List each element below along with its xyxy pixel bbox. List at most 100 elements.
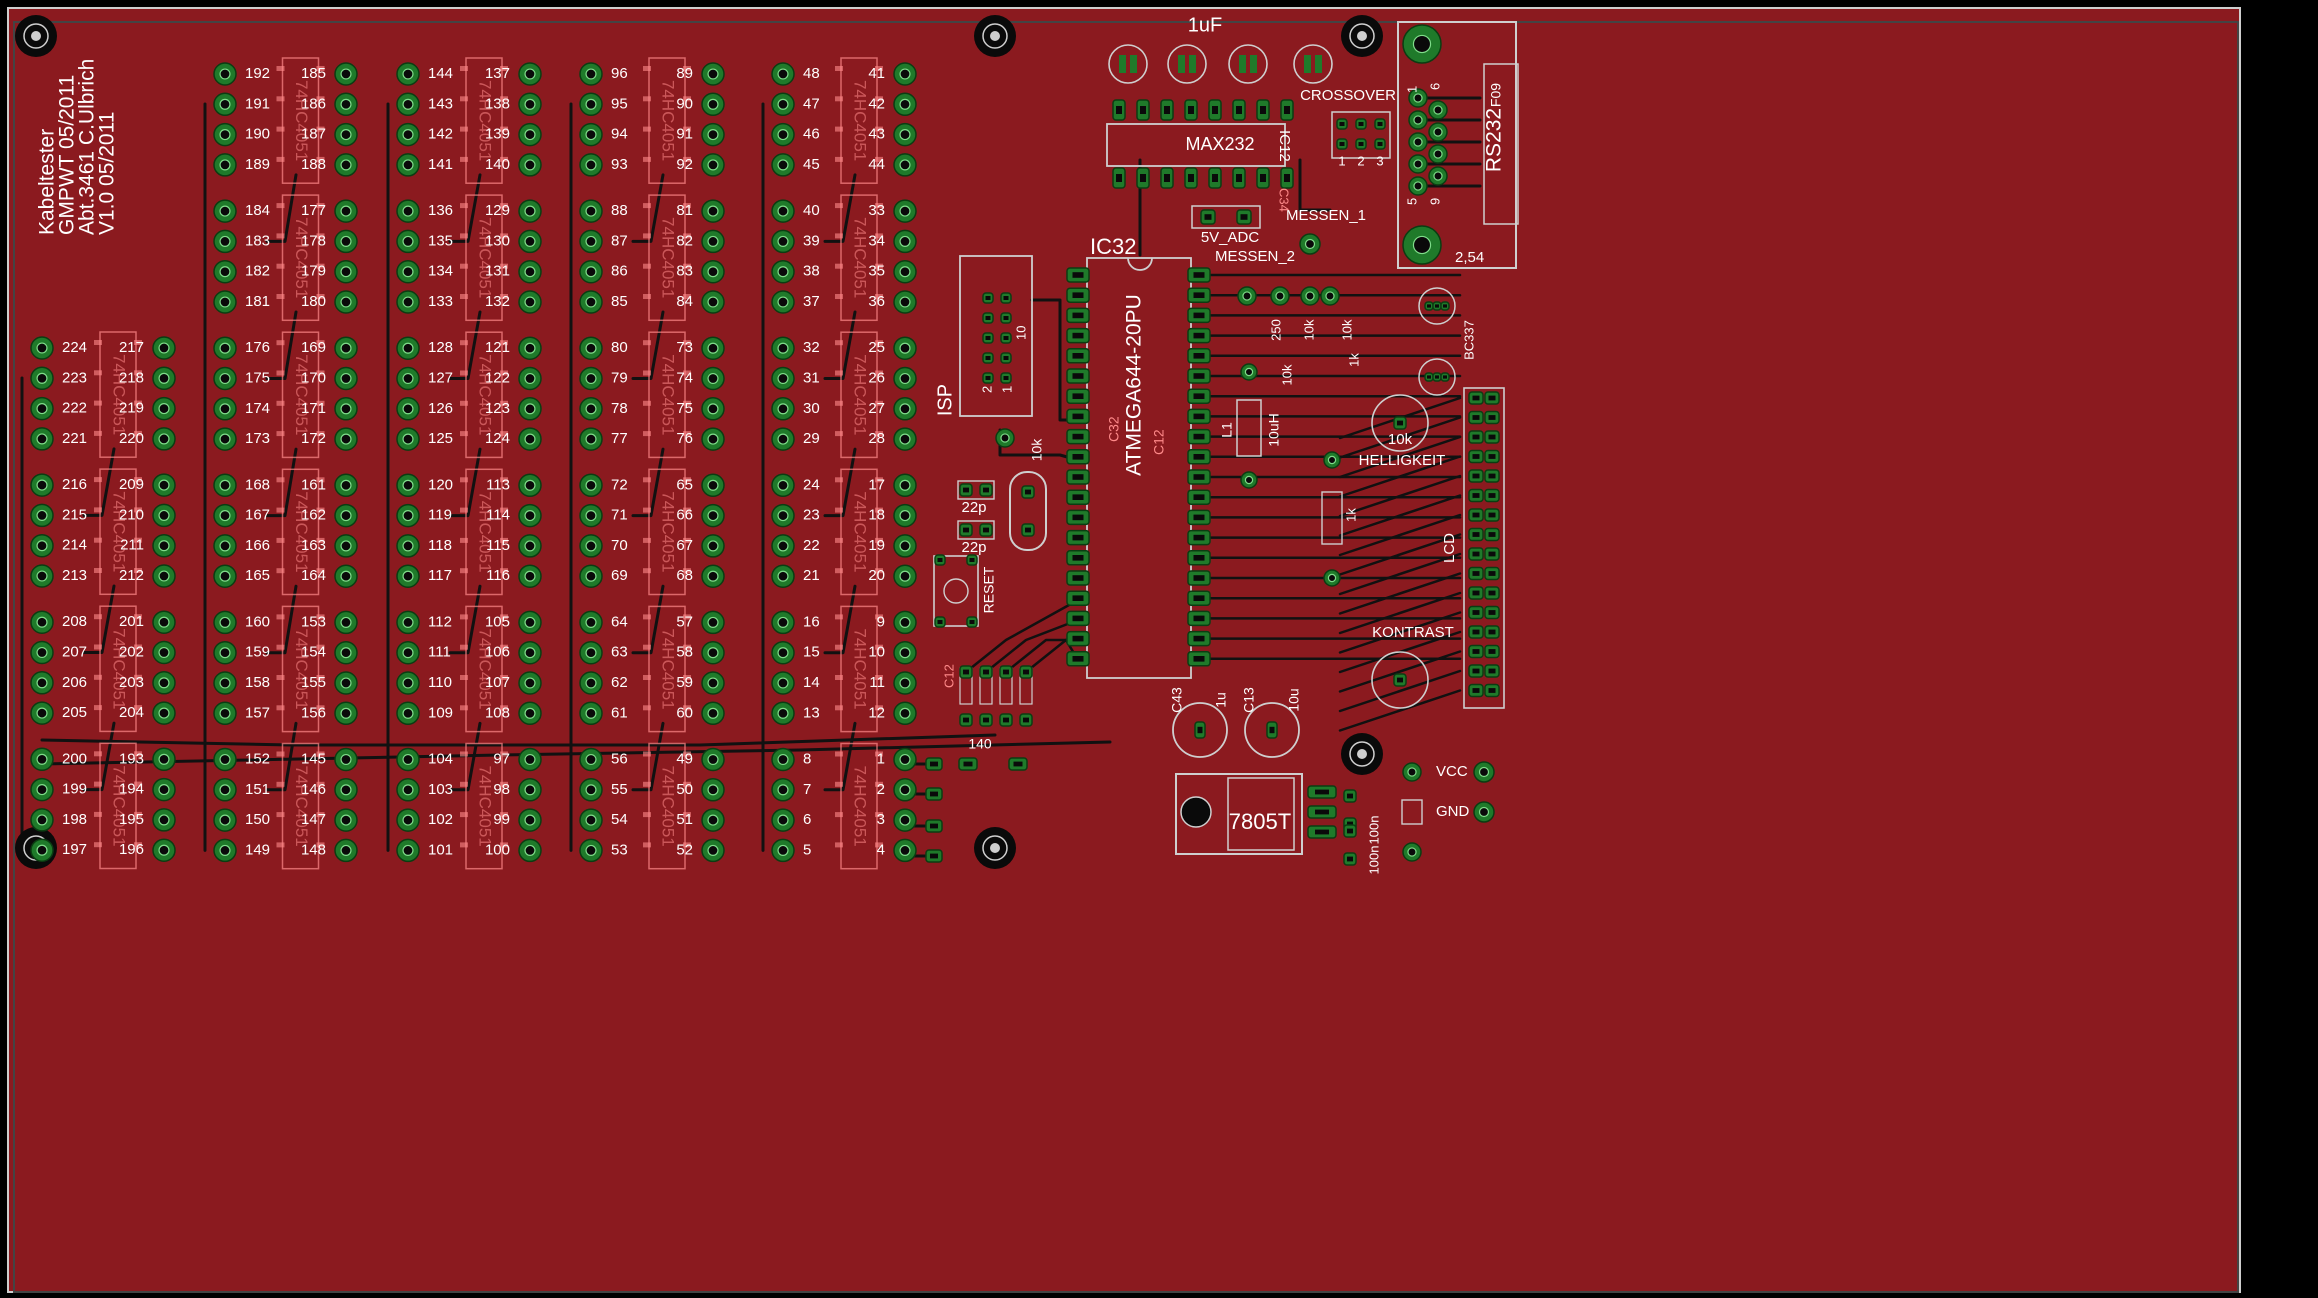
pin-pad-72[interactable] (579, 473, 603, 498)
pin-pad-220[interactable] (152, 427, 176, 451)
pin-pad-13[interactable] (771, 701, 795, 726)
lcd-pin[interactable] (1484, 644, 1500, 659)
pin-pad-75[interactable] (701, 397, 725, 421)
rs232-pin[interactable] (1408, 110, 1428, 130)
pin-pad-59[interactable] (701, 671, 725, 695)
pin-pad-99[interactable] (518, 808, 542, 832)
pin-pad-168[interactable] (213, 473, 237, 498)
lcd-pin[interactable] (1484, 547, 1500, 561)
pin-pad-25[interactable] (893, 336, 917, 360)
mcu-pin-right[interactable] (1187, 327, 1211, 344)
max232-pin-top[interactable] (1208, 99, 1222, 121)
mcu-pin-right[interactable] (1187, 651, 1211, 667)
transistor-pin[interactable] (1424, 372, 1434, 382)
pin-pad-28[interactable] (893, 427, 917, 451)
pin-pad-160[interactable] (213, 610, 237, 635)
led-resistor-pin[interactable] (979, 713, 993, 727)
pin-pad-212[interactable] (152, 564, 176, 588)
pin-pad-54[interactable] (579, 808, 603, 832)
pin-pad-189[interactable] (213, 153, 237, 177)
mcu-pin-left[interactable] (1066, 590, 1090, 606)
filter-cap-pin[interactable] (1343, 824, 1357, 838)
pin-pad-213[interactable] (30, 564, 54, 588)
pin-pad-145[interactable] (334, 747, 358, 772)
diode-pad-bottom[interactable] (1402, 842, 1422, 862)
rs232-pin[interactable] (1428, 100, 1448, 120)
pin-pad-41[interactable] (893, 62, 917, 86)
pin-pad-198[interactable] (30, 808, 54, 832)
isp-pin[interactable] (982, 292, 994, 304)
isp-pin[interactable] (982, 332, 994, 344)
pin-pad-47[interactable] (771, 92, 795, 117)
pin-pad-30[interactable] (771, 397, 795, 421)
pin-pad-48[interactable] (771, 62, 795, 86)
pin-pad-9[interactable] (893, 610, 917, 635)
lcd-pin[interactable] (1468, 683, 1484, 698)
pin-pad-24[interactable] (771, 473, 795, 498)
pin-pad-43[interactable] (893, 122, 917, 147)
pin-pad-183[interactable] (213, 229, 237, 254)
pin-pad-217[interactable] (152, 336, 176, 360)
pin-pad-17[interactable] (893, 473, 917, 498)
part-140-pin[interactable] (958, 757, 978, 771)
max232-pin-top[interactable] (1256, 99, 1270, 121)
pin-pad-50[interactable] (701, 778, 725, 802)
pin-pad-34[interactable] (893, 229, 917, 254)
pin-pad-194[interactable] (152, 777, 176, 802)
pin-pad-103[interactable] (396, 778, 420, 802)
lcd-pin[interactable] (1484, 586, 1500, 600)
pin-pad-142[interactable] (396, 122, 420, 147)
pin-pad-197[interactable] (30, 838, 54, 862)
pin-pad-128[interactable] (396, 336, 420, 360)
mcu-pin-left[interactable] (1066, 469, 1090, 485)
led-resistor-pin[interactable] (1019, 665, 1033, 679)
mcu-pin-left[interactable] (1066, 630, 1090, 647)
mcu-pin-right[interactable] (1187, 388, 1211, 404)
crossover-pin[interactable] (1336, 118, 1348, 130)
pin-pad-73[interactable] (701, 336, 725, 360)
pin-pad-102[interactable] (396, 808, 420, 832)
lcd-pin[interactable] (1468, 644, 1484, 659)
pin-pad-23[interactable] (771, 503, 795, 528)
pin-pad-111[interactable] (396, 640, 420, 665)
pin-pad-108[interactable] (518, 701, 542, 726)
crystal-pin[interactable] (1021, 485, 1035, 499)
lcd-pin[interactable] (1468, 625, 1484, 639)
pin-pad-146[interactable] (334, 778, 358, 802)
pin-pad-64[interactable] (579, 610, 603, 635)
pin-pad-208[interactable] (30, 610, 54, 634)
pin-pad-169[interactable] (334, 336, 358, 360)
mcu-pin-left[interactable] (1066, 610, 1090, 627)
mcu-pin-left[interactable] (1066, 509, 1090, 526)
pin-pad-18[interactable] (893, 503, 917, 528)
crossover-pin[interactable] (1355, 138, 1367, 150)
pin-pad-109[interactable] (396, 701, 420, 726)
pin-pad-150[interactable] (213, 808, 237, 832)
pin-pad-95[interactable] (579, 92, 603, 117)
pin-pad-171[interactable] (334, 397, 358, 421)
pin-pad-89[interactable] (701, 62, 725, 86)
inductor-pad[interactable] (1240, 363, 1258, 381)
bias-pad[interactable] (1237, 286, 1257, 306)
mcu-pin-right[interactable] (1187, 610, 1211, 627)
bias-pad[interactable] (1270, 286, 1290, 306)
pin-pad-193[interactable] (152, 747, 176, 772)
pin-pad-58[interactable] (701, 640, 725, 665)
rs232-pin[interactable] (1428, 122, 1448, 142)
pin-pad-162[interactable] (334, 503, 358, 528)
crossover-pin[interactable] (1374, 138, 1386, 150)
reset-pin[interactable] (966, 616, 978, 628)
pin-pad-74[interactable] (701, 366, 725, 391)
mcu-pin-right[interactable] (1187, 408, 1211, 425)
lcd-pin[interactable] (1484, 430, 1500, 444)
pin-pad-110[interactable] (396, 671, 420, 695)
transistor-pin[interactable] (1432, 372, 1442, 382)
pin-pad-204[interactable] (152, 701, 176, 725)
lcd-pin[interactable] (1484, 683, 1500, 698)
led-resistor-pin[interactable] (999, 713, 1013, 727)
pin-pad-8[interactable] (771, 747, 795, 772)
pin-pad-152[interactable] (213, 747, 237, 772)
pin-pad-36[interactable] (893, 290, 917, 314)
lcd-pin[interactable] (1468, 430, 1484, 444)
mcu-pin-left[interactable] (1066, 529, 1090, 546)
